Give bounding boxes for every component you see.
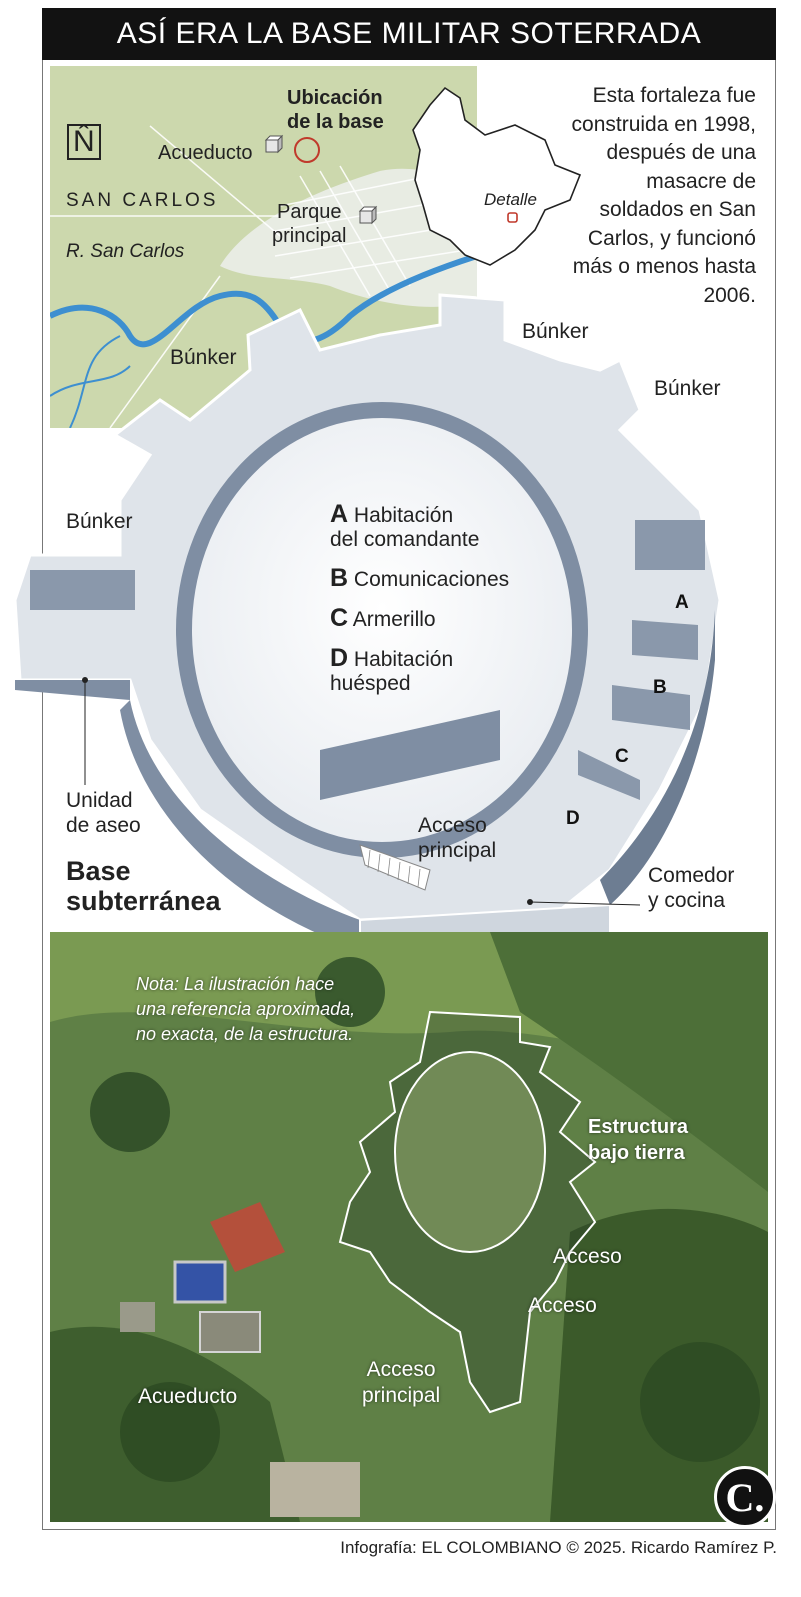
credit-line: Infografía: EL COLOMBIANO © 2025. Ricard… (340, 1538, 777, 1557)
aerial-photo-graphic (50, 932, 768, 1522)
intro-text: Esta fortaleza fue construida en 1998, d… (571, 84, 756, 307)
bunker-label: Búnker (654, 377, 721, 400)
photo-acueducto-label: Acueducto (138, 1385, 238, 1408)
el-colombiano-logo: C. (714, 1466, 776, 1528)
photo-note: Nota: La ilustración hace una referencia… (136, 974, 356, 1044)
bunker-label: Búnker (522, 320, 589, 343)
room-letter: D (566, 808, 580, 829)
page-title: ASÍ ERA LA BASE MILITAR SOTERRADA (116, 17, 702, 50)
room-letter: B (653, 677, 667, 698)
map-acueducto-label: Acueducto (158, 142, 253, 164)
photo-acceso-label: Acceso (528, 1294, 597, 1317)
room-letter: A (675, 592, 689, 613)
room-letter: C (615, 746, 629, 767)
aerial-photo: Nota: La ilustración hace una referencia… (50, 932, 768, 1522)
legend-item: C Armerillo (330, 604, 436, 632)
region-outline-map (412, 86, 582, 266)
legend-item: B Comunicaciones (330, 564, 510, 592)
map-river-label: R. San Carlos (66, 241, 185, 262)
bunker-label: Búnker (170, 346, 237, 369)
bunker-label: Búnker (66, 510, 133, 533)
detalle-label: Detalle (484, 190, 537, 209)
photo-acceso-label: Acceso (553, 1245, 622, 1268)
map-graphic (50, 125, 477, 428)
map-town-label: SAN CARLOS (66, 190, 219, 211)
north-arrow-icon: N̂ (67, 124, 101, 160)
title-bar: ASÍ ERA LA BASE MILITAR SOTERRADA (42, 8, 776, 60)
